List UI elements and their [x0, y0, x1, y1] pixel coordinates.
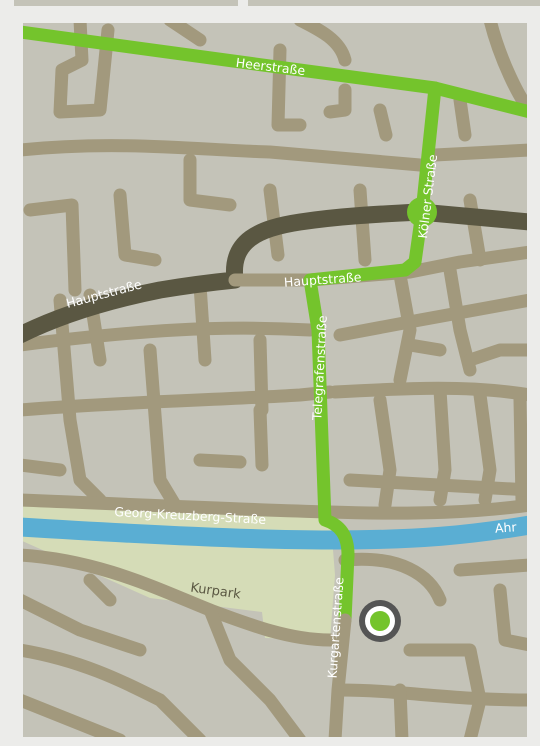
kurgartenstrasse-continuation — [328, 613, 352, 740]
ahr-river — [20, 515, 530, 550]
map-frame — [17, 17, 533, 743]
frame-top-right — [248, 0, 540, 6]
label-hauptstrasse-east: Hauptstraße — [283, 269, 362, 289]
label-kurpark: Kurpark — [189, 581, 242, 603]
label-ahr-river: Ahr — [494, 519, 517, 536]
heerstrasse-road — [20, 25, 530, 119]
frame-top-left — [14, 0, 238, 6]
label-telegrafenstrasse: Telegrafenstraße — [309, 315, 330, 422]
kurgartenstrasse-road — [338, 548, 355, 627]
telegrafenstrasse-road — [303, 273, 355, 562]
junction-dot-icon — [407, 197, 437, 227]
label-kurgartenstrasse: Kurgartenstraße — [324, 576, 346, 679]
location-target-icon[interactable] — [359, 600, 401, 642]
hauptstrasse-route — [303, 263, 412, 287]
